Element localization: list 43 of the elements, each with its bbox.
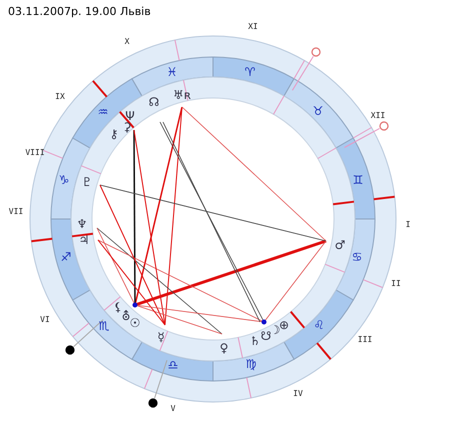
planet-glyph: ⊕: [278, 319, 290, 331]
planet-glyph: Ψ: [125, 110, 135, 122]
house-number: VII: [8, 208, 24, 216]
zodiac-sign-glyph: ♒: [98, 106, 108, 118]
zodiac-sign-glyph: ♈: [244, 66, 256, 78]
planet-glyph: ☽: [270, 324, 280, 336]
planet-glyph: ☋: [260, 330, 272, 342]
house-number: VI: [40, 316, 50, 324]
planet-glyph: ⚸: [114, 301, 122, 313]
zodiac-sign-glyph: ♎: [168, 359, 178, 371]
house-number: V: [170, 405, 176, 413]
planet-glyph: ♅ʀ: [173, 89, 191, 101]
planet-glyph: ☊: [148, 96, 160, 108]
planet-glyph: ♃: [78, 234, 90, 246]
planet-glyph: ♀: [220, 342, 228, 354]
house-number: XII: [370, 112, 386, 120]
zodiac-sign-glyph: ♓: [166, 66, 178, 78]
planet-glyph: ♂: [334, 239, 346, 251]
planet-glyph: ☉: [130, 317, 140, 329]
house-number: X: [124, 38, 130, 46]
house-number: I: [406, 221, 410, 229]
zodiac-sign-glyph: ♍: [246, 358, 256, 370]
zodiac-sign-glyph: ♉: [312, 105, 324, 117]
planet-glyph: ♄: [250, 335, 260, 347]
planet-glyph: ⚳: [122, 121, 132, 133]
planet-glyph: ♇: [82, 176, 92, 188]
house-number: IX: [55, 93, 65, 101]
planet-glyph: ⚷: [110, 128, 118, 140]
zodiac-sign-glyph: ♋: [352, 251, 362, 263]
house-number: XI: [248, 23, 258, 31]
chart-title: 03.11.2007р. 19.00 Львів: [8, 5, 151, 18]
house-number: VIII: [25, 149, 45, 157]
planet-glyph: ☿: [157, 331, 165, 343]
planet-glyph: ♆: [76, 218, 88, 230]
zodiac-sign-glyph: ♐: [60, 251, 72, 263]
zodiac-sign-glyph: ♊: [352, 174, 364, 186]
planet-glyph: ⛢: [122, 310, 130, 322]
house-number: IV: [293, 390, 303, 398]
zodiac-sign-glyph: ♏: [98, 320, 110, 332]
zodiac-sign-glyph: ♌: [314, 319, 324, 331]
house-number: II: [391, 280, 401, 288]
zodiac-sign-glyph: ♑: [58, 174, 70, 186]
house-number: III: [358, 336, 372, 344]
